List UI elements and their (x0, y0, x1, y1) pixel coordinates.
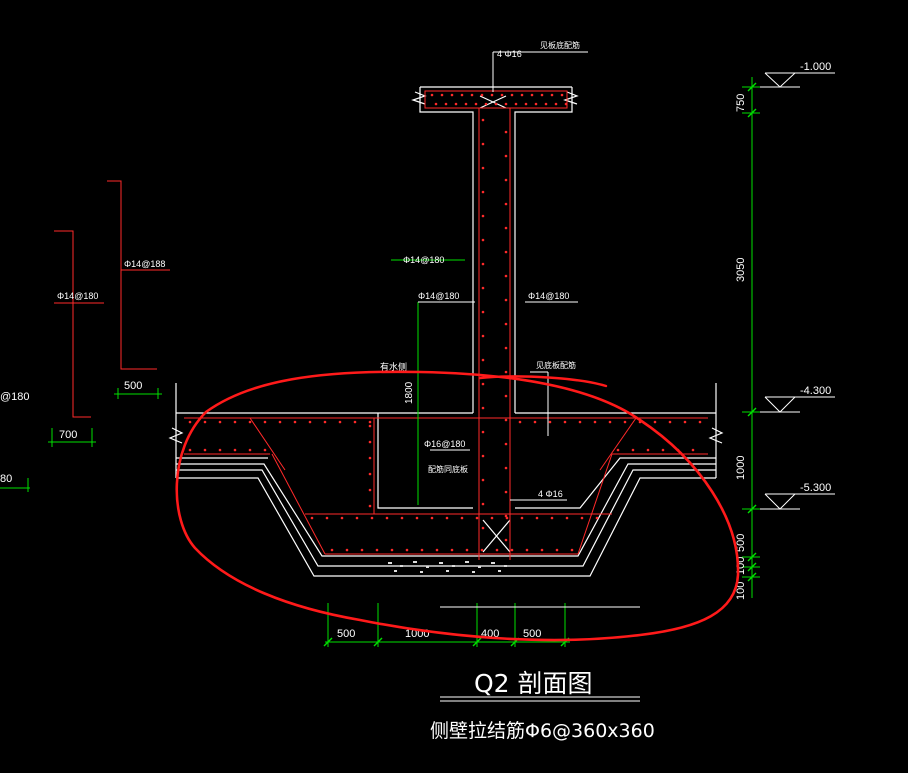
rebar-labels: 4 Φ16 见板底配筋 Φ14@180 Φ14@180 Φ14@180 见底板配… (0, 40, 580, 499)
dim-label: 500 (337, 628, 355, 640)
leader-lines (418, 51, 640, 702)
drawing-title: Q2 剖面图 (474, 669, 593, 698)
elevation-labels: -1.000 -4.300 -5.300 (800, 61, 831, 494)
dim-label: 500 (124, 380, 142, 392)
concrete-outline (168, 86, 724, 577)
vertical-dim-labels: 750 3050 1000 500 100 100 (735, 94, 747, 600)
rebar-note: 见底板配筋 (536, 360, 576, 370)
dim-label: 1800 (404, 381, 415, 404)
rebar-label: 4 Φ16 (538, 489, 563, 499)
horizontal-dim-labels: 500 1000 400 500 500 700 (59, 380, 541, 640)
cushion-hatch (388, 561, 507, 573)
rebar-label: @180 (0, 391, 30, 403)
red-markup-tail (478, 375, 608, 388)
rebar-lines (54, 90, 708, 560)
side-label: 有水侧 (380, 361, 407, 373)
rebar-label: 80 (0, 473, 12, 485)
dimension-lines (0, 77, 760, 647)
dim-label: 750 (735, 94, 747, 112)
rebar-note: 配筋同底板 (428, 464, 468, 474)
rebar-label: Φ14@180 (418, 291, 459, 301)
rebar-label: 4 Φ16 (497, 49, 522, 59)
rebar-label: Φ14@180 (57, 291, 98, 301)
dim-label: 500 (735, 534, 747, 552)
dim-label: 1000 (735, 456, 747, 480)
rebar-label: Φ14@180 (528, 291, 569, 301)
rebar-dots (188, 93, 702, 552)
red-markup-ellipse (175, 370, 740, 642)
elevation-markers (760, 72, 835, 510)
dim-label: 500 (523, 628, 541, 640)
elevation-label: -1.000 (800, 61, 831, 73)
rebar-label: Φ14@180 (403, 255, 444, 265)
dim-label: 700 (59, 429, 77, 441)
rebar-label: Φ14@188 (124, 259, 165, 269)
elevation-label: -5.300 (800, 482, 831, 494)
dim-label: 3050 (735, 258, 747, 282)
drawing-subtitle: 侧壁拉结筋Φ6@360x360 (430, 720, 655, 742)
elevation-label: -4.300 (800, 385, 831, 397)
dim-label: 100 (735, 582, 747, 600)
rebar-label: Φ16@180 (424, 439, 465, 449)
rebar-note: 见板底配筋 (540, 40, 580, 50)
